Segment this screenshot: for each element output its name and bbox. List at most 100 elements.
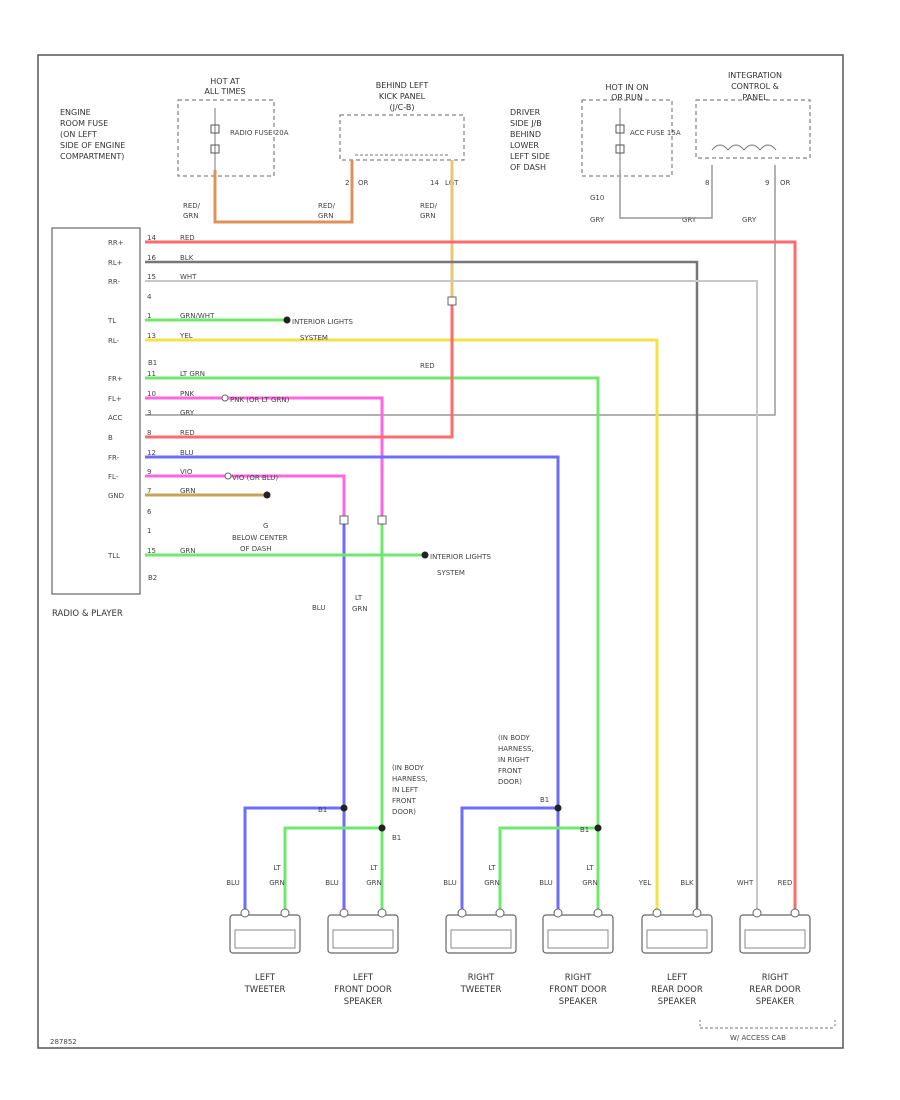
group-b1-label: B1: [148, 359, 157, 367]
wire-b-red: [145, 300, 454, 439]
terminals_bottom-name-9: TLL: [107, 552, 120, 560]
wire-label-red-grn-3: RED/: [420, 202, 438, 210]
wire-label-gry-top: GRY: [682, 216, 697, 224]
splice-b1-right: B1: [540, 796, 549, 804]
speaker-pin-a-2: [457, 908, 467, 918]
speaker-pin-b-1: [377, 908, 387, 918]
speaker-pin-b-5: [790, 908, 800, 918]
terminals_top-wire-2: WHT: [180, 273, 197, 281]
speaker-name-4-1: REAR DOOR: [651, 985, 703, 995]
wire-fr-minus-blue: [145, 455, 560, 808]
ground-label-1: BELOW CENTER: [232, 534, 288, 542]
speaker-name-4-0: LEFT: [667, 973, 688, 983]
terminals_bottom-name-6: GND: [108, 492, 124, 500]
right-harness-4: FRONT: [498, 767, 523, 775]
integration-control-panel: INTEGRATION CONTROL & PANEL 8 9 OR GRY: [695, 71, 811, 224]
speaker-body-3: [542, 914, 614, 954]
figure-id: 287852: [50, 1038, 77, 1046]
integration-label-3: PANEL: [742, 93, 768, 102]
dash-fuse-wire: GRY: [590, 216, 605, 224]
integration-wire: GRY: [742, 216, 757, 224]
wire-label-red-grn-2b: GRN: [318, 212, 334, 220]
wire-label-red-grn-2: RED/: [318, 202, 336, 210]
terminals_top-pin-5: 13: [147, 332, 156, 340]
splice-b1-right-2: B1: [580, 826, 589, 834]
speaker-wire-b-grn-3: GRN: [582, 879, 598, 887]
terminals_bottom-name-1: FL+: [108, 395, 122, 403]
dash-fuse-location-4: LOWER: [510, 141, 539, 150]
terminals_top-pin-1: 16: [147, 254, 156, 262]
terminals_bottom-wire-1: PNK: [180, 390, 194, 398]
speaker-name-5-2: SPEAKER: [756, 997, 795, 1007]
dash-fuse-location-3: BEHIND: [510, 130, 541, 139]
terminals_top-wire-4: GRN/WHT: [180, 312, 215, 320]
speaker-wire-b-grn-2: GRN: [484, 879, 500, 887]
engine-room-fuse-location-1: ENGINE: [60, 108, 91, 117]
splice-b1-left: B1: [318, 806, 327, 814]
wire-fl-minus-violet: [145, 474, 346, 520]
pnk-extra-label: PNK (OR LT GRN): [230, 396, 290, 404]
terminals_bottom-wire-9: GRN: [180, 547, 196, 555]
speaker-name-2-1: TWEETER: [460, 985, 502, 995]
kick-panel-pin-right: 14: [430, 179, 439, 187]
left-harness-3: IN LEFT: [392, 786, 419, 794]
main-wires: [145, 240, 797, 912]
hot-in-run-label-2: OR RUN: [611, 93, 643, 102]
speaker-pin-b-3: [593, 908, 603, 918]
wire-rr-minus-white: [145, 280, 758, 912]
speaker-name-3-1: FRONT DOOR: [549, 985, 607, 995]
speaker-name-5-0: RIGHT: [762, 973, 789, 983]
interior-lights-label-1b: SYSTEM: [300, 334, 328, 342]
terminals_top-wire-0: RED: [180, 234, 195, 242]
speaker-wire-b-5: RED: [778, 879, 793, 887]
speaker-name-1-1: FRONT DOOR: [334, 985, 392, 995]
terminals_bottom-name-4: FR-: [108, 454, 120, 462]
integration-label-2: CONTROL &: [731, 82, 779, 91]
speaker-wire-a-5: WHT: [737, 879, 754, 887]
fuse-box-engine: HOT AT ALL TIMES RADIO FUSE 20A ENGINE R…: [60, 77, 289, 177]
terminals_bottom-pin-4: 12: [147, 449, 156, 457]
terminals_bottom-name-2: ACC: [108, 414, 123, 422]
speaker-cone-0: [234, 929, 296, 949]
speaker-cone-4: [646, 929, 708, 949]
dash-fuse-location-6: OF DASH: [510, 163, 546, 172]
kick-panel-location-1: BEHIND LEFT: [376, 81, 429, 90]
terminals_bottom-name-0: FR+: [108, 375, 123, 383]
speaker-body-2: [445, 914, 517, 954]
speaker-name-2-0: RIGHT: [468, 973, 495, 983]
right-harness-2: HARNESS,: [498, 745, 534, 753]
dash-fuse-location-2: SIDE J/B: [510, 119, 542, 128]
interior-lights-label-1: INTERIOR LIGHTS: [292, 318, 353, 326]
access-cab-note: W/ ACCESS CAB: [730, 1034, 786, 1042]
speaker-body-5: [739, 914, 811, 954]
speaker-wire-b-lt-3: LT: [586, 864, 594, 872]
speaker-wire-b-lt-0: LT: [273, 864, 281, 872]
blu-down-label: BLU: [312, 604, 325, 612]
speaker-wire-a-4: YEL: [638, 879, 652, 887]
vio-extra-label: VIO (OR BLU): [232, 474, 278, 482]
wire-right-tweeter-green: [498, 826, 598, 912]
engine-room-fuse-location-4: SIDE OF ENGINE: [60, 141, 125, 150]
speaker-body-0: [229, 914, 301, 954]
interior-lights-label-2: INTERIOR LIGHTS: [430, 553, 491, 561]
wire-rr-plus-red: [145, 240, 797, 912]
speaker-wire-a-3: BLU: [539, 879, 552, 887]
splices: [221, 296, 602, 832]
terminals_bottom-name-5: FL-: [108, 473, 119, 481]
speaker-name-0-0: LEFT: [255, 973, 276, 983]
interior-lights-label-2b: SYSTEM: [437, 569, 465, 577]
speaker-pin-a-0: [240, 908, 250, 918]
dash-fuse-location-1: DRIVER: [510, 108, 541, 117]
radio-fuse-label: RADIO FUSE 20A: [230, 129, 289, 137]
speaker-name-4-2: SPEAKER: [658, 997, 697, 1007]
hot-in-run-label-1: HOT IN ON: [606, 83, 649, 92]
left-harness-4: FRONT: [392, 797, 417, 805]
dash-fuse-location-5: LEFT SIDE: [510, 152, 550, 161]
terminals_top-pin-4: 1: [147, 312, 151, 320]
wire-rl-plus-black: [145, 260, 699, 912]
